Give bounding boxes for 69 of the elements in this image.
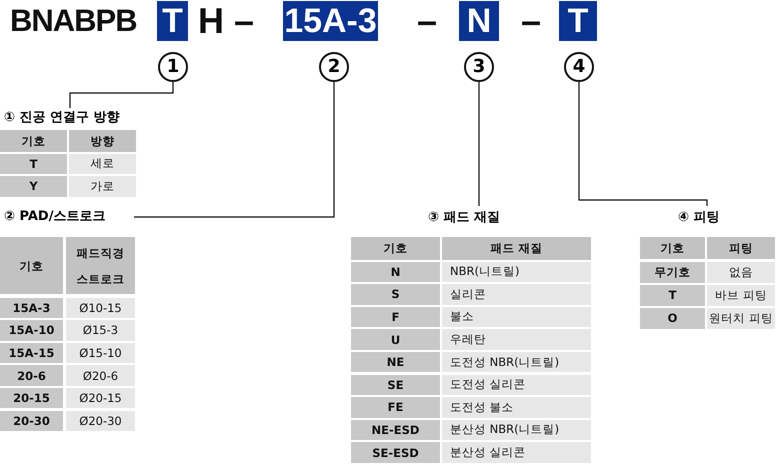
- table-header-cell: 기호: [0, 237, 63, 294]
- circled-number: 2: [319, 52, 349, 82]
- circled-number: 3: [464, 52, 494, 82]
- code-text: H: [197, 1, 225, 41]
- table-cell: FE: [351, 397, 440, 418]
- leader-line: [478, 82, 480, 206]
- table-cell: U: [351, 329, 440, 350]
- table-header-cell: 방향: [69, 130, 136, 152]
- table-cell: 가로: [69, 176, 136, 196]
- table-cell: Ø20-15: [66, 388, 135, 408]
- code-text: –: [520, 1, 542, 41]
- section-heading: ② PAD/스트로크: [4, 207, 132, 227]
- table-header-cell: 피팅: [707, 237, 775, 259]
- code-segment-highlight: 15A-3: [283, 1, 378, 41]
- table-cell: NBR(니트릴): [442, 262, 591, 282]
- table-header-cell: 기호: [351, 237, 440, 260]
- table-cell: Ø15-10: [66, 342, 135, 364]
- table-cell: 도전성 NBR(니트릴): [442, 352, 591, 372]
- table-header-cell: 기호: [640, 237, 705, 259]
- table-cell: Ø10-15: [66, 298, 135, 318]
- table-cell: SE-ESD: [351, 442, 440, 463]
- leader-line: [578, 82, 708, 206]
- leader-line: [134, 82, 335, 218]
- table-cell: Ø20-30: [66, 410, 135, 432]
- table-cell: 실리콘: [442, 284, 591, 305]
- table-header-cell: 패드직경 스트로크: [66, 237, 135, 294]
- table-cell: 도전성 불소: [442, 397, 591, 418]
- table-cell: F: [351, 306, 440, 328]
- table-cell: S: [351, 284, 440, 305]
- table-cell: 원터치 피팅: [707, 308, 775, 329]
- table-cell: 분산성 실리콘: [442, 442, 591, 463]
- table-header-cell: 패드 재질: [442, 237, 591, 260]
- table-cell: 15A-10: [0, 320, 63, 341]
- code-segment-highlight: N: [459, 1, 499, 41]
- leader-line: [69, 82, 174, 108]
- section-heading: ① 진공 연결구 방향: [4, 108, 144, 128]
- table-cell: SE: [351, 374, 440, 396]
- table-cell: Y: [0, 176, 67, 196]
- table-cell: 분산성 NBR(니트릴): [442, 420, 591, 440]
- section-heading: ④ 피팅: [678, 208, 740, 228]
- code-text: BNABPB: [10, 2, 138, 40]
- table-cell: 불소: [442, 306, 591, 328]
- table-cell: 무기호: [640, 262, 705, 283]
- section-heading: ③ 패드 재질: [428, 208, 528, 228]
- table-cell: T: [0, 154, 67, 174]
- table-cell: Ø15-3: [66, 320, 135, 341]
- code-text: –: [232, 1, 256, 41]
- code-segment-highlight: T: [559, 1, 597, 41]
- table-cell: 15A-15: [0, 342, 63, 364]
- table-cell: 바브 피팅: [707, 284, 775, 306]
- code-segment-highlight: T: [157, 1, 188, 41]
- circled-number: 4: [564, 52, 594, 82]
- table-cell: N: [351, 262, 440, 282]
- table-cell: 없음: [707, 262, 775, 283]
- code-text: –: [416, 1, 438, 41]
- table-cell: NE-ESD: [351, 420, 440, 440]
- table-cell: 우레탄: [442, 329, 591, 350]
- table-cell: NE: [351, 352, 440, 372]
- table-cell: 세로: [69, 154, 136, 174]
- table-cell: 20-6: [0, 365, 63, 386]
- table-cell: 20-15: [0, 388, 63, 408]
- table-cell: 20-30: [0, 410, 63, 432]
- table-cell: Ø20-6: [66, 365, 135, 386]
- table-header-cell: 기호: [0, 130, 67, 152]
- table-cell: T: [640, 284, 705, 306]
- table-cell: 도전성 실리콘: [442, 374, 591, 396]
- table-cell: 15A-3: [0, 298, 63, 318]
- table-cell: O: [640, 308, 705, 329]
- circled-number: 1: [158, 52, 188, 82]
